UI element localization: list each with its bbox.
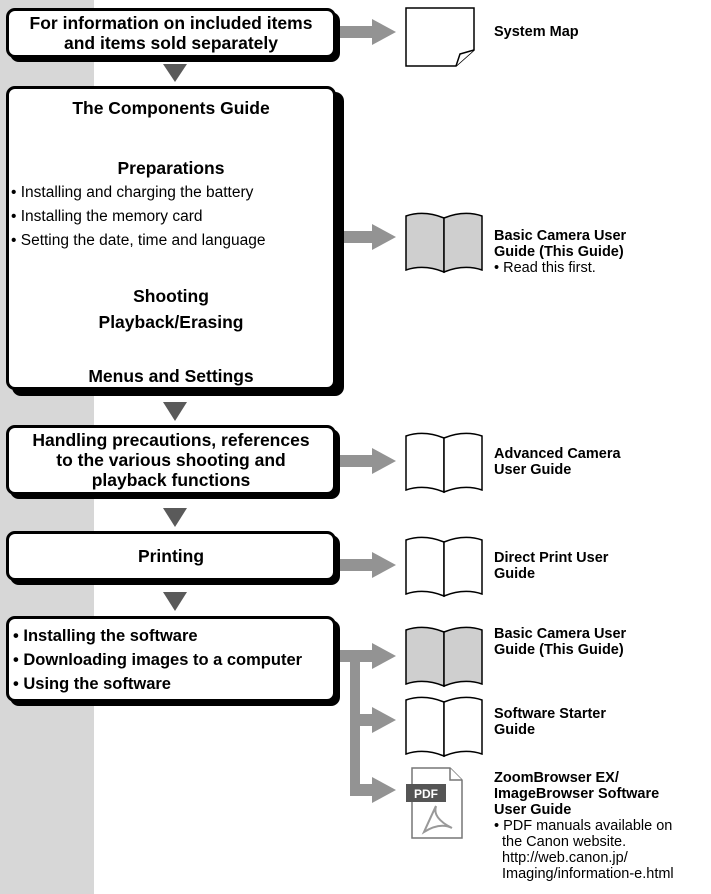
right-arrow-basic-guide [340, 224, 396, 250]
step4-box: Printing [6, 531, 336, 581]
book-white-icon-direct-print [405, 536, 483, 598]
advanced-guide-label: Advanced Camera User Guide [494, 446, 621, 478]
step5-item-install: • Installing the software [13, 627, 198, 645]
pdf-document-icon: PDF [406, 767, 463, 839]
book-gray-icon-basic-2 [405, 626, 483, 688]
step5-item-using: • Using the software [13, 675, 171, 693]
basic-guide-label-1: Basic Camera User Guide (This Guide) • R… [494, 228, 627, 276]
step3-line2: to the various shooting and [56, 450, 286, 470]
basic-guide-label-2: Basic Camera User Guide (This Guide) [494, 626, 627, 658]
branch-connector-software [340, 643, 396, 803]
book-gray-icon-basic [405, 212, 483, 274]
book-white-icon-advanced [405, 432, 483, 494]
step1-line1: For information on included items [29, 13, 313, 33]
shooting-title: Shooting [133, 286, 209, 306]
direct-print-label: Direct Print User Guide [494, 550, 609, 582]
down-arrow-3 [163, 508, 187, 527]
preparations-title: Preparations [117, 158, 225, 178]
system-map-label: System Map [494, 24, 579, 40]
pdf-badge-text: PDF [414, 787, 438, 801]
software-starter-label: Software Starter Guide [494, 706, 607, 738]
printing-label: Printing [137, 546, 205, 566]
down-arrow-4 [163, 592, 187, 611]
step5-box: • Installing the software • Downloading … [6, 616, 336, 702]
components-guide-title: The Components Guide [72, 98, 270, 118]
prep-item-memory-card: • Installing the memory card [11, 208, 203, 225]
playback-title: Playback/Erasing [98, 312, 244, 332]
system-map-page-icon [405, 7, 475, 67]
right-arrow-advanced-guide [340, 448, 396, 474]
down-arrow-2 [163, 402, 187, 421]
right-arrow-system-map [340, 19, 396, 45]
right-arrow-direct-print [340, 552, 396, 578]
components-guide-box: The Components Guide Preparations • Inst… [6, 86, 336, 390]
step3-line3: playback functions [91, 470, 251, 490]
step1-box: For information on included items and it… [6, 8, 336, 58]
menus-title: Menus and Settings [88, 366, 254, 386]
down-arrow-1 [163, 64, 187, 82]
step3-box: Handling precautions, references to the … [6, 425, 336, 495]
book-white-icon-software [405, 696, 483, 758]
prep-item-battery: • Installing and charging the battery [11, 184, 254, 201]
step5-item-download: • Downloading images to a computer [13, 651, 303, 669]
zoombrowser-label: ZoomBrowser EX/ ImageBrowser Software Us… [494, 770, 674, 882]
step1-line2: and items sold separately [64, 33, 278, 53]
prep-item-date-time: • Setting the date, time and language [11, 232, 266, 249]
step3-line1: Handling precautions, references [32, 430, 310, 450]
